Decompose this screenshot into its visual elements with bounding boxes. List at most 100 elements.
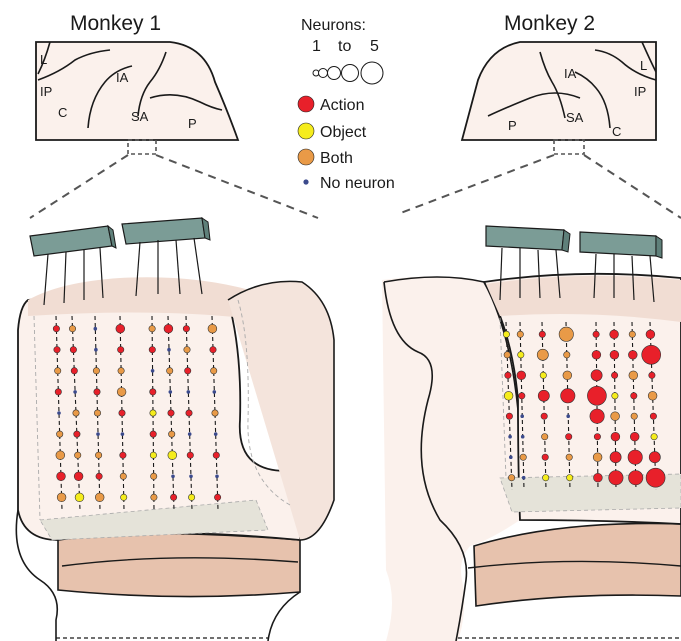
monkey1-neuron-dot: [53, 326, 59, 332]
monkey1-neuron-dot: [187, 452, 193, 458]
monkey2-connector-right: [580, 232, 656, 256]
legend-both-label: Both: [320, 150, 353, 167]
monkey1-neuron-dot: [213, 452, 219, 458]
monkey2-title: Monkey 2: [504, 12, 595, 35]
legend-action-swatch: [298, 96, 314, 112]
monkey2-neuron-dot: [610, 350, 619, 359]
monkey1-neuron-dot: [57, 411, 61, 415]
monkey1-neuron-dot: [213, 390, 217, 394]
monkey2-neuron-dot: [566, 414, 570, 418]
monkey2-recording-site-box: [554, 140, 584, 154]
monkey1-neuron-dot: [211, 368, 217, 374]
monkey1-neuron-dot: [55, 368, 61, 374]
monkey2-neuron-dot: [610, 452, 621, 463]
monkey1-neuron-dot: [188, 494, 194, 500]
monkey2-neuron-dot: [506, 413, 512, 419]
monkey2-area-p: P: [508, 118, 517, 133]
monkey1-neuron-dot: [169, 390, 173, 394]
monkey2-neuron-dot: [648, 391, 657, 400]
legend-size-circle-5: [361, 62, 383, 84]
monkey1-connector-right: [122, 218, 205, 244]
monkey1-area-sa: SA: [131, 109, 149, 124]
monkey2-neuron-dot: [594, 434, 600, 440]
monkey2-neuron-dot: [561, 389, 575, 403]
monkey2-brain-outline: [462, 42, 656, 140]
monkey1-neuron-dot: [168, 410, 174, 416]
monkey1-neuron-dot: [57, 431, 63, 437]
monkey2-neuron-dot: [566, 454, 572, 460]
monkey1-neuron-dot: [96, 432, 100, 436]
monkey1-neuron-dot: [71, 368, 77, 374]
monkey1-neuron-dot: [150, 452, 156, 458]
monkey2-neuron-dot: [593, 331, 599, 337]
monkey2-area-ip: IP: [634, 84, 646, 99]
monkey1-neuron-dot: [169, 431, 175, 437]
monkey1-neuron-dot: [151, 473, 157, 479]
monkey1-neuron-dot: [73, 390, 77, 394]
monkey1-neuron-dot: [116, 324, 125, 333]
monkey1-neuron-dot: [168, 451, 177, 460]
monkey2-zoom-line-right: [584, 155, 681, 218]
monkey2-neuron-dot: [593, 453, 602, 462]
monkey2-neuron-dot: [504, 352, 510, 358]
monkey2-neuron-dot: [564, 352, 570, 358]
legend-neurons-label: Neurons:: [301, 17, 366, 34]
monkey1-neuron-dot: [150, 410, 156, 416]
monkey1-neuron-dot: [121, 494, 127, 500]
monkey1-neuron-dot: [215, 475, 219, 479]
monkey1-neuron-dot: [171, 475, 175, 479]
monkey1-brain-outline: [36, 42, 238, 140]
monkey2-connector-right-edge: [656, 236, 662, 258]
monkey2-neuron-dot: [508, 435, 512, 439]
monkey2-neuron-dot: [542, 434, 548, 440]
monkey2-neuron-dot: [651, 434, 657, 440]
monkey1-neuron-dot: [94, 410, 100, 416]
legend-size-circle-2: [319, 69, 328, 78]
monkey1-neuron-dot: [150, 389, 156, 395]
monkey2-neuron-dot: [537, 349, 548, 360]
legend-action-label: Action: [320, 97, 364, 114]
monkey2-neuron-dot: [503, 331, 509, 337]
monkey1-area-l: L: [40, 52, 47, 67]
monkey2-area-ia: IA: [564, 66, 577, 81]
monkey2-neuron-dot: [543, 475, 549, 481]
monkey2-zoom-line-left: [398, 155, 554, 214]
monkey2-neuron-dot: [629, 371, 638, 380]
monkey2-neuron-dot: [590, 409, 604, 423]
monkey1-neuron-dot: [151, 369, 155, 373]
legend-size-max: 5: [370, 38, 379, 55]
monkey1-neuron-dot: [95, 493, 104, 502]
monkey1-tissue-block: [16, 277, 334, 641]
monkey2-brain-sketch: L IP C IA SA P: [462, 42, 656, 154]
monkey1-lower-right: [268, 592, 300, 641]
monkey1-zoom-line-left: [30, 155, 128, 218]
monkey1-neuron-dot: [164, 324, 173, 333]
monkey1-neuron-dot: [118, 368, 124, 374]
monkey2-neuron-dot: [518, 352, 524, 358]
legend-no-neuron-swatch: [303, 179, 308, 184]
monkey2-neuron-dot: [539, 331, 545, 337]
monkey1-neuron-dot: [94, 327, 98, 331]
monkey2-neuron-dot: [505, 372, 511, 378]
monkey2-neuron-dot: [591, 370, 602, 381]
monkey1-neuron-dot: [94, 389, 100, 395]
monkey2-neuron-dot: [650, 413, 656, 419]
monkey2-neuron-dot: [504, 391, 513, 400]
monkey1-neuron-dot: [151, 494, 157, 500]
monkey2-neuron-dot: [628, 450, 642, 464]
monkey1-area-c: C: [58, 105, 67, 120]
monkey2-neuron-dot: [517, 371, 526, 380]
monkey1-neuron-dot: [189, 475, 193, 479]
monkey2-neuron-dot: [611, 372, 617, 378]
monkey2-neuron-dot: [520, 414, 524, 418]
monkey2-neuron-dot: [592, 350, 601, 359]
monkey1-neuron-dot: [170, 494, 176, 500]
monkey1-neuron-dot: [75, 493, 84, 502]
monkey1-neuron-dot: [167, 368, 173, 374]
monkey1-neuron-dot: [186, 410, 192, 416]
monkey2-neuron-dot: [611, 412, 620, 421]
monkey2-neuron-dot: [631, 413, 637, 419]
monkey1-neuron-dot: [149, 326, 155, 332]
monkey2-neuron-dot: [508, 475, 514, 481]
